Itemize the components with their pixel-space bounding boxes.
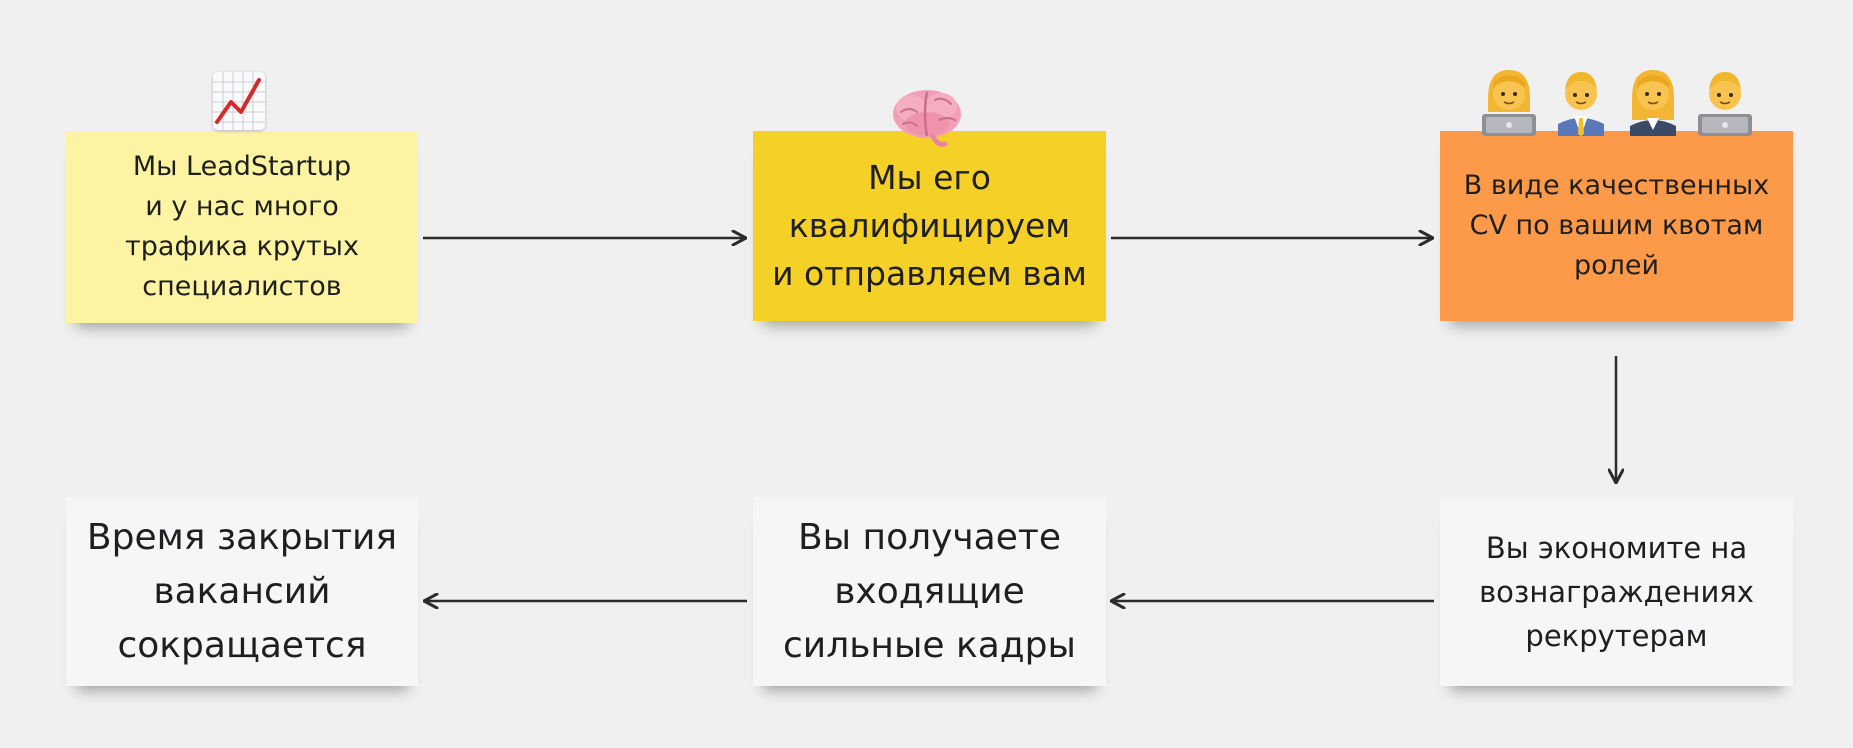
people-group: [1478, 64, 1758, 136]
sticky-note-text: Время закрытия вакансий сокращается: [86, 516, 398, 666]
sticky-note-cv-quotas[interactable]: В виде качественных CV по вашим квотам р…: [1440, 131, 1793, 321]
sticky-note-closing-time[interactable]: Время закрытия вакансий сокращается: [66, 497, 418, 686]
brain-icon: [889, 86, 965, 148]
man-office-worker-icon: [1550, 64, 1612, 136]
sticky-note-text: Вы экономите на вознаграждениях рекрутер…: [1479, 530, 1754, 653]
sticky-note-strong-candidates[interactable]: Вы получаете входящие сильные кадры: [753, 497, 1106, 686]
man-technologist-icon: [1694, 64, 1756, 136]
sticky-note-text: Вы получаете входящие сильные кадры: [783, 516, 1076, 666]
sticky-note-qualify[interactable]: Мы его квалифицируем и отправляем вам: [753, 131, 1106, 321]
sticky-note-leadstartup[interactable]: Мы LeadStartup и у нас много трафика кру…: [66, 131, 418, 323]
sticky-note-save-fees[interactable]: Вы экономите на вознаграждениях рекрутер…: [1440, 497, 1793, 686]
sticky-note-text: В виде качественных CV по вашим квотам р…: [1463, 170, 1770, 281]
sticky-note-text: Мы его квалифицируем и отправляем вам: [772, 158, 1087, 293]
chart-increasing-icon: [213, 72, 265, 130]
woman-office-worker-icon: [1622, 64, 1684, 136]
sticky-note-text: Мы LeadStartup и у нас много трафика кру…: [125, 151, 359, 302]
woman-technologist-icon: [1478, 64, 1540, 136]
